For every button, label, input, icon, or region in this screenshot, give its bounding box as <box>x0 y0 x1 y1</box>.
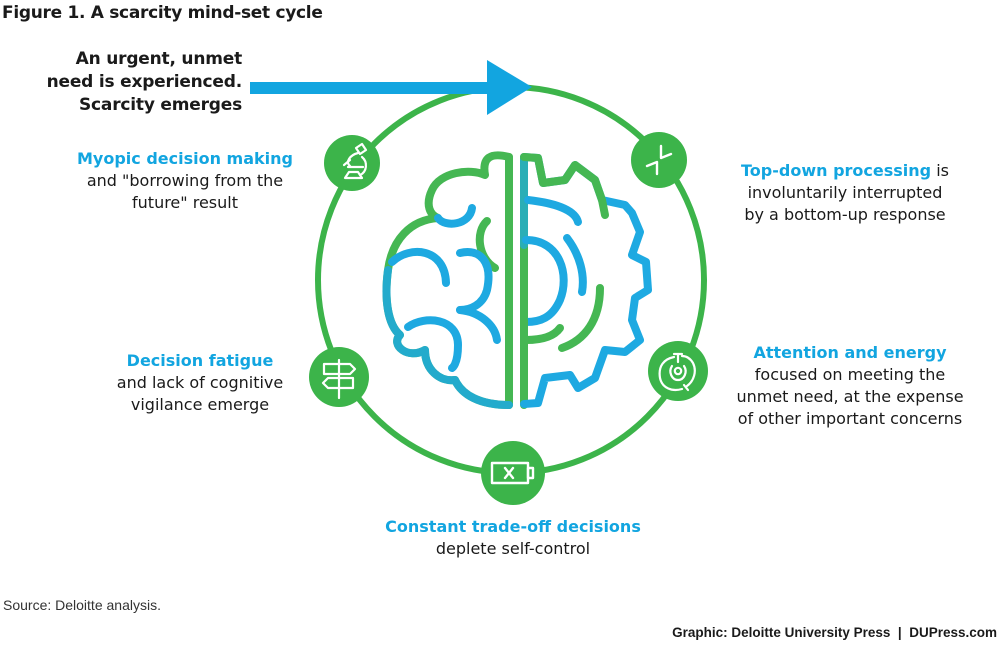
node-fatigue <box>309 347 369 407</box>
brain-gear-icon <box>382 151 652 409</box>
stage-line: focused on meeting the <box>754 365 946 384</box>
collapse-arrows-icon <box>645 144 673 176</box>
stage-label-myopic: Myopic decision making and "borrowing fr… <box>40 148 330 214</box>
node-attention <box>648 341 708 401</box>
stage-line: vigilance emerge <box>130 395 270 414</box>
node-trade-off <box>481 441 545 505</box>
signpost-icon <box>321 358 357 400</box>
maze-target-icon <box>658 352 696 392</box>
intro-line: need is experienced. <box>46 72 243 92</box>
stage-label-trade-off: Constant trade-off decisions deplete sel… <box>338 516 688 560</box>
graphic-credit: Graphic: Deloitte University Press | DUP… <box>672 625 997 640</box>
node-myopic <box>324 135 380 191</box>
intro-line: An urgent, unmet <box>75 49 243 69</box>
stage-highlight: Attention and energy <box>753 343 947 362</box>
stage-highlight: Myopic decision making <box>76 149 293 168</box>
intro-text: An urgent, unmet need is experienced. Sc… <box>46 48 243 117</box>
stage-line: by a bottom-up response <box>744 205 946 224</box>
node-top-down <box>631 132 687 188</box>
figure-title: Figure 1. A scarcity mind-set cycle <box>2 3 323 23</box>
microscope-icon <box>342 142 368 180</box>
stage-line: deplete self-control <box>435 539 591 558</box>
intro-line: Scarcity emerges <box>79 95 242 115</box>
stage-highlight-suffix: is <box>931 161 949 180</box>
stage-line: and "borrowing from the <box>86 171 284 190</box>
stage-label-top-down: Top-down processing is involuntarily int… <box>700 160 990 226</box>
entry-arrow <box>250 60 532 115</box>
stage-highlight: Decision fatigue <box>126 351 274 370</box>
stage-line: involuntarily interrupted <box>747 183 943 202</box>
empty-battery-icon <box>490 461 535 485</box>
stage-highlight: Constant trade-off decisions <box>385 517 641 536</box>
stage-label-attention: Attention and energy focused on meeting … <box>700 342 1000 430</box>
stage-line: future" result <box>132 193 238 212</box>
stage-line: of other important concerns <box>737 409 963 428</box>
stage-label-fatigue: Decision fatigue and lack of cognitive v… <box>80 350 320 416</box>
stage-line: unmet need, at the expense <box>736 387 964 406</box>
source-note: Source: Deloitte analysis. <box>3 597 161 613</box>
stage-line: and lack of cognitive <box>116 373 284 392</box>
stage-highlight: Top-down processing <box>741 161 932 180</box>
